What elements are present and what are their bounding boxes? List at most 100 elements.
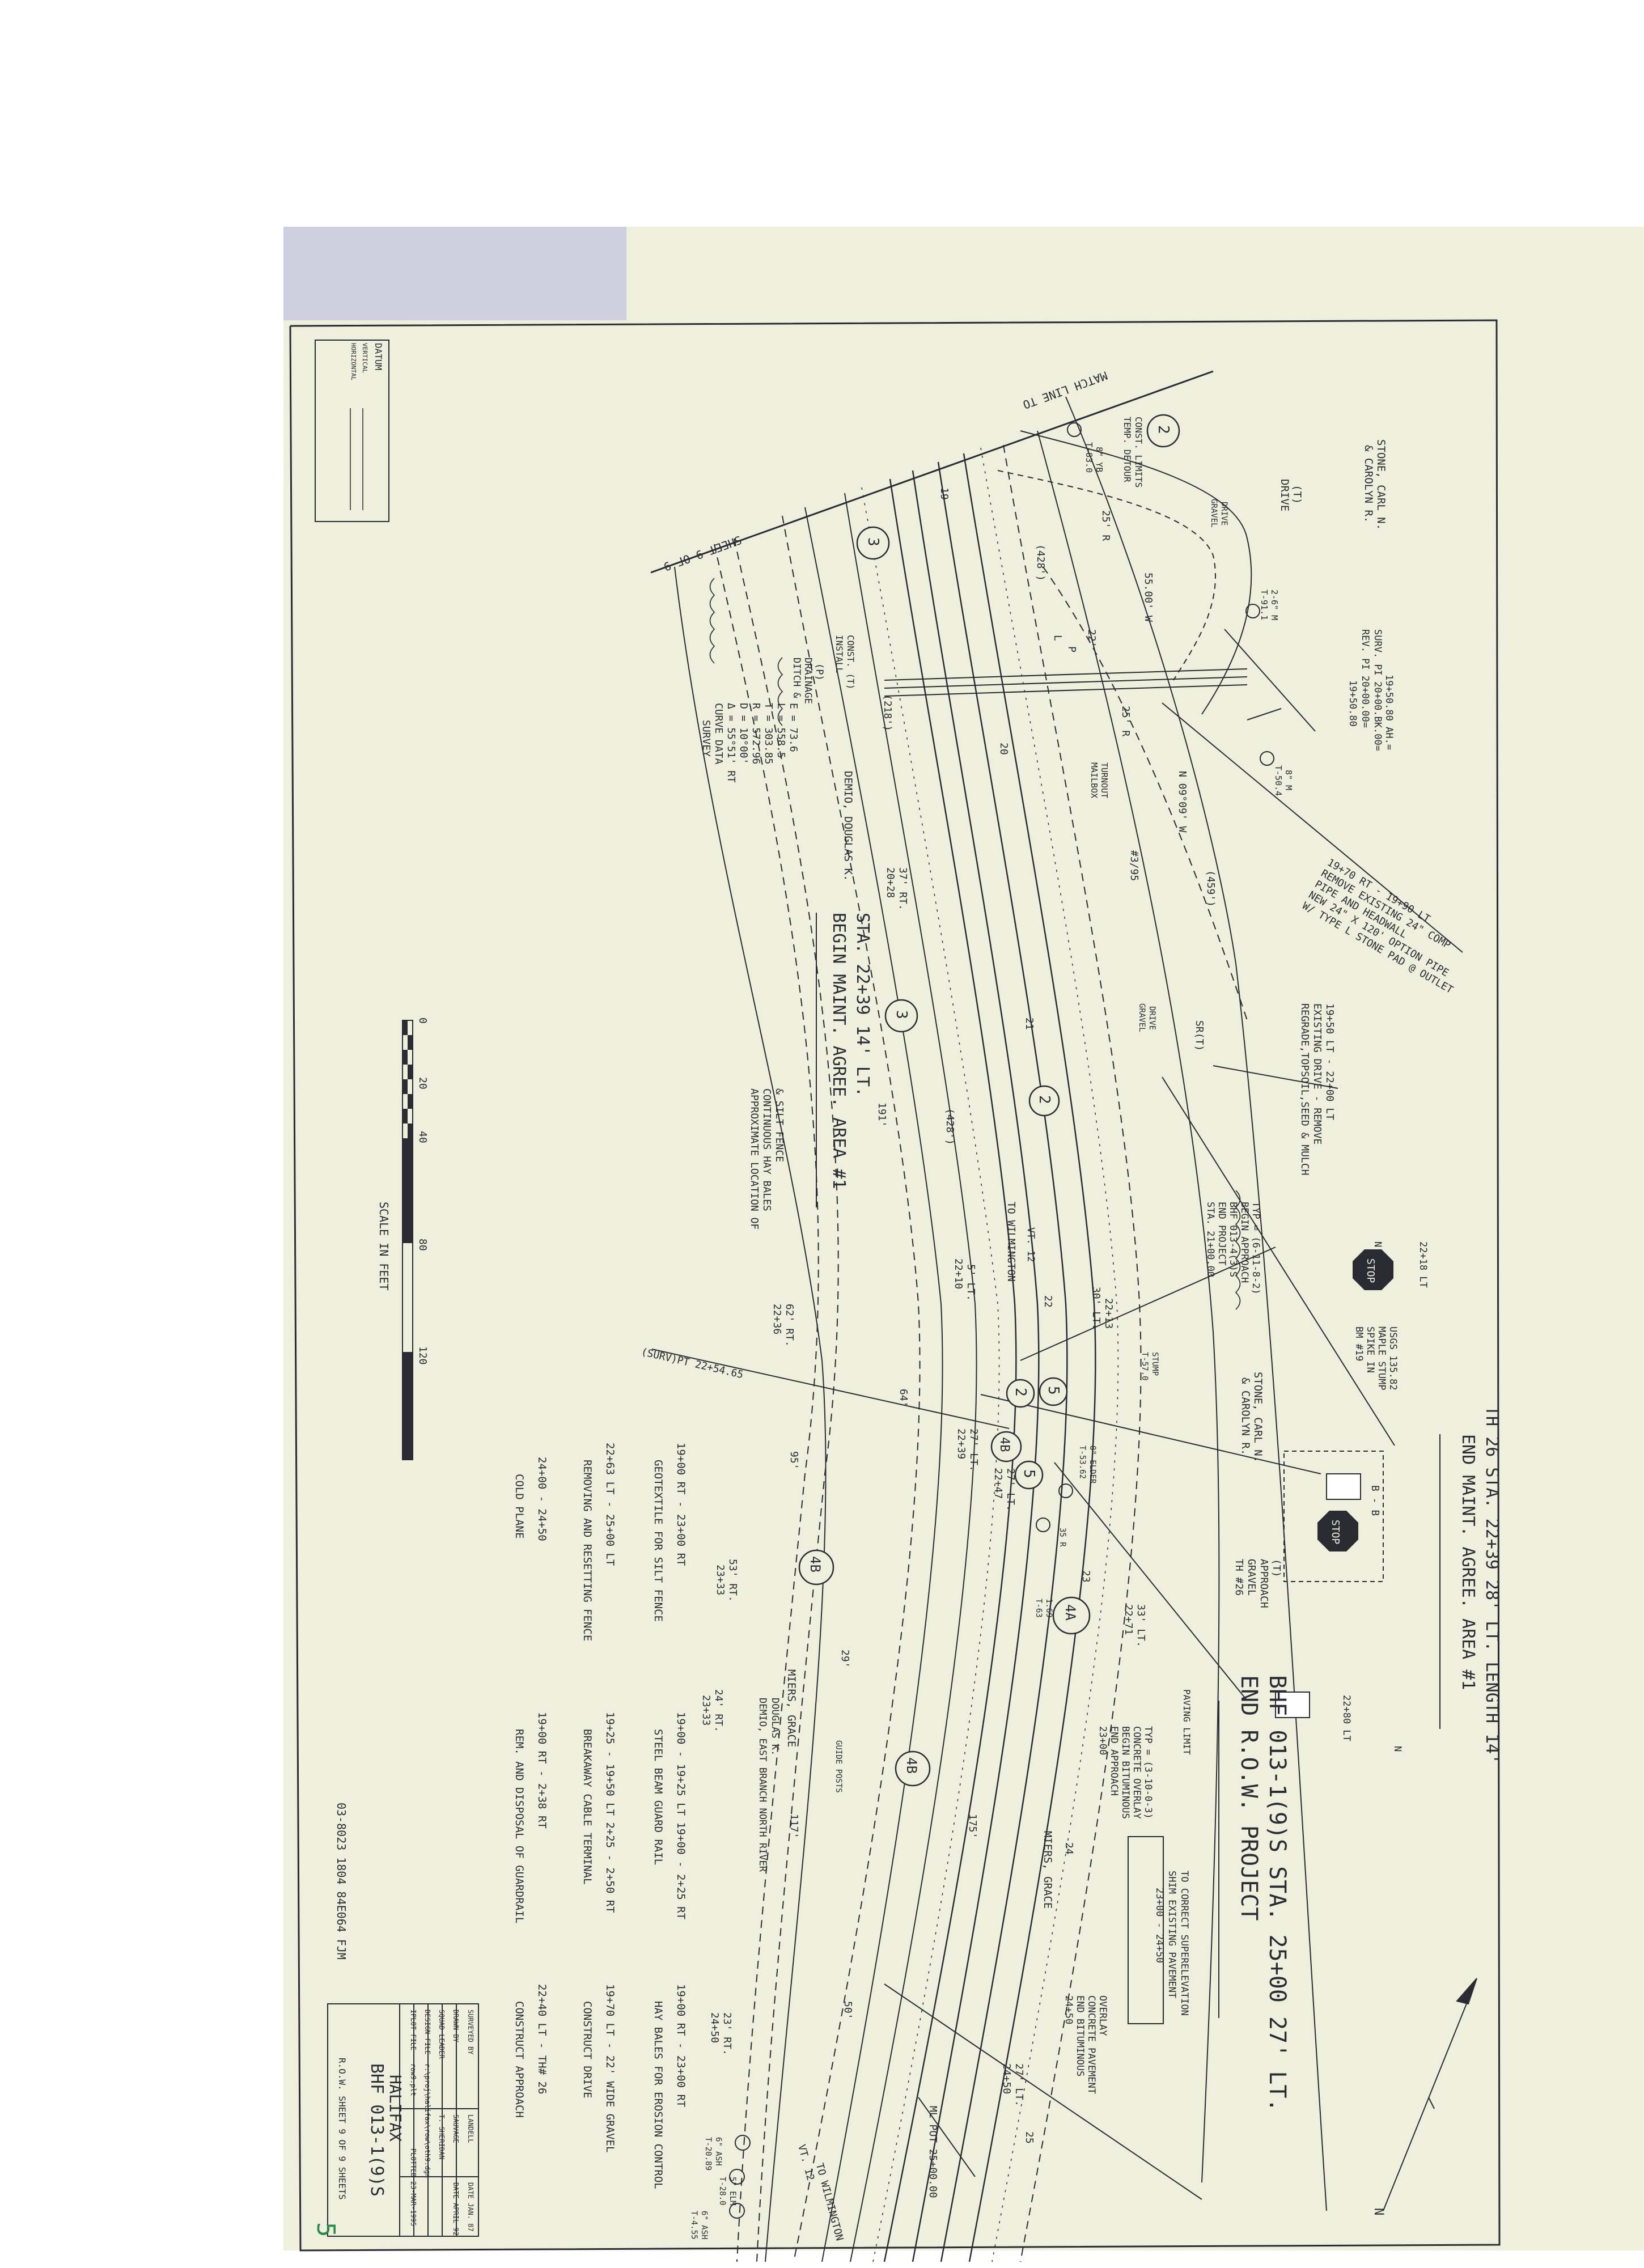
- svg-text:BHF 013-4(3)S: BHF 013-4(3)S: [1227, 1202, 1239, 1277]
- svg-text:N: N: [1392, 1746, 1403, 1752]
- svg-text:24+50: 24+50: [1063, 1995, 1074, 2024]
- svg-text:(P): (P): [813, 663, 825, 681]
- svg-text:5" ELM: 5" ELM: [728, 2177, 737, 2206]
- owner-stone-mid: STONE, CARL N. & CAROLYN R.: [1239, 1372, 1264, 1462]
- circle-label-3: 3: [893, 1010, 910, 1019]
- circle-label-7: 5: [1020, 1469, 1037, 1478]
- svg-text:BM #19: BM #19: [1353, 1326, 1365, 1361]
- svg-text:CONSTRUCT DRIVE: CONSTRUCT DRIVE: [581, 2001, 594, 2099]
- svg-text:22+18 LT: 22+18 LT: [1417, 1241, 1429, 1288]
- page-number: 5: [311, 2222, 340, 2237]
- label-vt12: VT. 12: [1025, 1227, 1036, 1262]
- scale-tick-80: 80: [417, 1239, 429, 1251]
- svg-text:22+47: 22+47: [992, 1468, 1004, 1499]
- label-th26: TH #26 GRAVEL APPROACH (T): [1233, 1559, 1282, 1608]
- note-hay-bales: HAY BALES FOR EROSION CONTROL 19+00 RT -…: [652, 1984, 687, 2189]
- owner-miers-left: MIERS, GRACE: [785, 1669, 798, 1747]
- svg-text:19+00 RT - 2+38 RT: 19+00 RT - 2+38 RT: [536, 1712, 548, 1829]
- begin-maint-line-2: STA. 22+39 14' LT.: [853, 913, 872, 1097]
- label-gravel-drive-1: GRAVEL DRIVE: [1209, 499, 1228, 528]
- dim-55: 55.00' W: [1142, 573, 1154, 622]
- svg-text:CONST. LIMITS: CONST. LIMITS: [1133, 417, 1144, 487]
- circle-label-5: 2: [1012, 1388, 1029, 1397]
- svg-text:19+50.80: 19+50.80: [1347, 680, 1358, 727]
- svg-text:8" M: 8" M: [1283, 770, 1294, 790]
- svg-text:DRIVE: DRIVE: [1219, 502, 1228, 525]
- station-tick-20: 20: [998, 743, 1010, 755]
- dim-64: 64': [897, 1389, 909, 1408]
- label-drive: DRIVE (T): [1278, 479, 1303, 511]
- svg-text:8" YB: 8" YB: [1094, 447, 1104, 472]
- label-stop-22-18: 22+18 LT N: [1372, 1241, 1429, 1288]
- svg-text:19+00 - 19+25 LT 19+00 - 2+25: 19+00 - 19+25 LT 19+00 - 2+25 RT: [675, 1712, 687, 1919]
- svg-text:19+00 RT - 23+00 RT: 19+00 RT - 23+00 RT: [675, 1443, 687, 1566]
- svg-text:APPROACH: APPROACH: [1258, 1559, 1270, 1608]
- svg-text:TURNOUT: TURNOUT: [1099, 762, 1109, 798]
- station-tick-19: 19: [938, 487, 950, 500]
- svg-text:22+71: 22+71: [1122, 1604, 1134, 1635]
- marker-p: P: [1066, 646, 1078, 652]
- stop-sign-2-text: STOP: [1329, 1520, 1341, 1545]
- svg-text:BEGIN BITUMINOUS: BEGIN BITUMINOUS: [1120, 1726, 1131, 1819]
- owner-stone-top: STONE, CARL N. & CAROLYN R.: [1362, 439, 1387, 530]
- svg-text:T-4.55: T-4.55: [689, 2211, 698, 2240]
- svg-text:T. SHERIDAN: T. SHERIDAN: [438, 2114, 446, 2159]
- curve-top: [997, 430, 1463, 1089]
- end-row-line-1: END R.O.W. PROJECT: [1236, 1675, 1262, 1921]
- label-stop-22-80: 22+80 LT N: [1341, 1695, 1403, 1752]
- bearing-n09: N 09°09' W: [1176, 771, 1188, 833]
- svg-text:HAY BALES FOR EROSION CONTROL: HAY BALES FOR EROSION CONTROL: [652, 2001, 664, 2189]
- svg-text:REGRADE,TOPSOIL,SEED & MULCH: REGRADE,TOPSOIL,SEED & MULCH: [1299, 1003, 1311, 1175]
- station-tick-22: 22: [1042, 1295, 1054, 1308]
- svg-text:23' RT.: 23' RT.: [721, 2012, 733, 2055]
- svg-text:19+25 - 19+50 LT 2+25 - 2+50 R: 19+25 - 19+50 LT 2+25 - 2+50 RT: [604, 1712, 616, 1913]
- scale-bar: 0 20 40 80 120 SCALE IN FEET: [377, 1018, 429, 1460]
- svg-text:TO WILMINGTON: TO WILMINGTON: [813, 2162, 846, 2242]
- svg-text:T-57.0: T-57.0: [1140, 1352, 1149, 1381]
- svg-text:22+39: 22+39: [955, 1428, 967, 1459]
- label-bm19: BM #19 SPIKE IN MAPLE STUMP USGS 135.82: [1353, 1326, 1399, 1391]
- svg-text:BEGIN APPROACH: BEGIN APPROACH: [1239, 1202, 1250, 1283]
- svg-text:& CAROLYN R.: & CAROLYN R.: [1362, 445, 1375, 523]
- svg-text:E = 73.6: E = 73.6: [787, 703, 799, 752]
- circle-label-11: 4B: [904, 1757, 920, 1774]
- road-alignment: [804, 430, 1220, 2262]
- circle-label-4: 2: [1036, 1095, 1053, 1104]
- svg-text:T = 303.85: T = 303.85: [762, 703, 774, 764]
- circled-numbers: [798, 414, 1180, 1787]
- svg-text:END PROJECT: END PROJECT: [1216, 1202, 1227, 1266]
- svg-text:23+33: 23+33: [700, 1695, 712, 1726]
- begin-maint-line-1: BEGIN MAINT. AGREE. AREA #1: [829, 913, 849, 1189]
- svg-text:23+00 - 24+50: 23+00 - 24+50: [1154, 1888, 1165, 1963]
- label-t-91: T-91.1 2-6" M: [1259, 590, 1279, 620]
- svg-text:22+40 LT - TH# 26: 22+40 LT - TH# 26: [536, 1984, 548, 2094]
- svg-text:22+10: 22+10: [952, 1258, 964, 1289]
- dim-175: 175': [967, 1814, 978, 1838]
- svg-text:27' LT.: 27' LT.: [1013, 2063, 1025, 2106]
- label-t-35: 35 R: [1058, 1528, 1067, 1547]
- svg-text:DATE APRIL 92: DATE APRIL 92: [452, 2182, 460, 2236]
- scale-tick-40: 40: [417, 1131, 429, 1143]
- svg-text:SURVEY: SURVEY: [700, 720, 712, 757]
- svg-text:DOUGLAS K.: DOUGLAS K.: [769, 1698, 781, 1756]
- label-t-53: T-53.62 8" ELDER: [1078, 1445, 1097, 1484]
- svg-text:IPLOT FILE: IPLOT FILE: [409, 2010, 417, 2050]
- circle-label-9: 4B: [807, 1556, 823, 1572]
- dim-428-mid: (428'): [944, 1108, 956, 1145]
- svg-text:22+80 LT: 22+80 LT: [1341, 1695, 1352, 1741]
- svg-text:37' RT.: 37' RT.: [897, 867, 909, 910]
- title-block-text: BHF 013-1(9)S HALIFAX R.O.W. SHEET 9 OF …: [337, 2010, 474, 2236]
- note-construct-drive: CONSTRUCT DRIVE 19+70 LT - 22' WIDE GRAV…: [581, 1984, 616, 2152]
- svg-text:TH #26: TH #26: [1233, 1559, 1245, 1596]
- note-cable-terminal: BREAKAWAY CABLE TERMINAL 19+25 - 19+50 L…: [581, 1712, 616, 1913]
- svg-text:DEMIO, EAST BRANCH NORTH RIVER: DEMIO, EAST BRANCH NORTH RIVER: [757, 1698, 768, 1872]
- owner-miers-right: MIERS, GRACE: [1041, 1831, 1054, 1909]
- svg-text:5' LT.: 5' LT.: [965, 1264, 977, 1301]
- dim-95: 95': [788, 1451, 800, 1470]
- svg-text:6" ASH: 6" ASH: [714, 2137, 723, 2166]
- label-t-50: T-50.4 8" M: [1273, 765, 1294, 796]
